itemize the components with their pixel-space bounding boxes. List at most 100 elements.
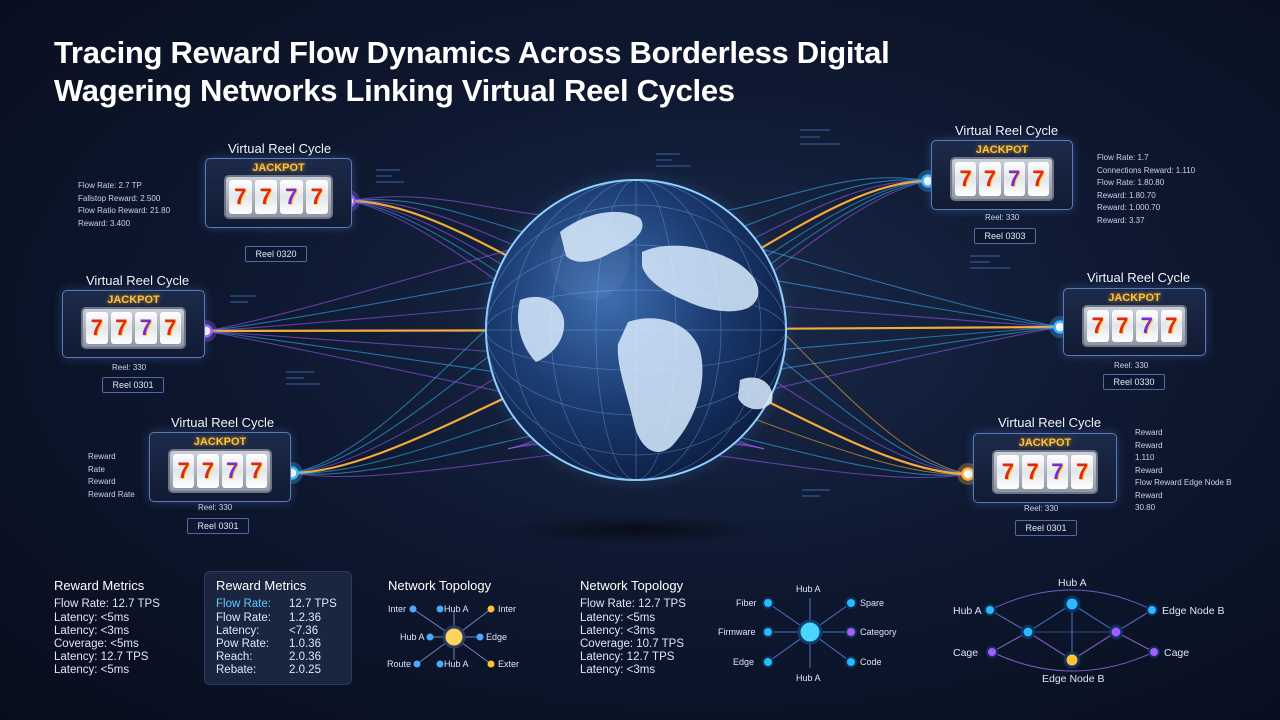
reel-symbol: 7 xyxy=(1046,455,1069,489)
reel-side-stat: Flow Reward Edge Node B xyxy=(1135,478,1232,487)
reel-symbol: 7 xyxy=(1003,162,1025,196)
hub-node-label: Edge xyxy=(733,657,754,667)
reel-symbol: 7 xyxy=(979,162,1001,196)
reward-metrics-title: Reward Metrics xyxy=(54,578,145,593)
reward-metrics-title: Reward Metrics xyxy=(216,578,307,593)
topology-node-label: Exter xyxy=(498,659,519,669)
metric-row: Latency: <5ms xyxy=(54,664,130,676)
network-topology-title: Network Topology xyxy=(388,578,492,593)
metric-value: 1.2.36 xyxy=(289,612,321,624)
reel-sub-label: Reel: 330 xyxy=(112,363,147,372)
hub-node-label: Spare xyxy=(860,598,884,608)
reel-cycle-heading: Virtual Reel Cycle xyxy=(1087,270,1191,285)
reel-cycle-heading: Virtual Reel Cycle xyxy=(171,415,275,430)
reel-sub-label: Reel: 330 xyxy=(985,213,1020,222)
topology-node-label: Hub A xyxy=(444,659,469,669)
reel-symbol: 7 xyxy=(1111,310,1133,342)
reel-symbol: 7 xyxy=(245,454,267,488)
topology-node-label: Hub A xyxy=(444,604,469,614)
hub-node-label: Fiber xyxy=(736,598,757,608)
connector-dot xyxy=(961,467,975,481)
mesh-node-label: Edge Node B xyxy=(1042,673,1104,685)
reel-side-stat: Reward xyxy=(1135,490,1163,500)
metric-label: Flow Rate: xyxy=(216,612,271,624)
metric-label: Rebate: xyxy=(216,664,257,676)
hub-node-label: Firmware xyxy=(718,627,756,637)
reel-id-badge: Reel 0303 xyxy=(974,228,1036,244)
jackpot-label: JACKPOT xyxy=(193,436,247,448)
reel-symbol: 7 xyxy=(221,454,243,488)
reel-side-stat: Flow Rate: 1.7 xyxy=(1097,153,1149,162)
reel-cycle-heading: Virtual Reel Cycle xyxy=(228,141,332,156)
reel-id-badge: Reel 0330 xyxy=(1103,374,1165,390)
reel-symbol: 7 xyxy=(1071,455,1093,489)
topology-node-label: Hub A xyxy=(400,632,425,642)
reel-side-stat: Reward: 3.400 xyxy=(78,218,131,228)
jackpot-label: JACKPOT xyxy=(1018,437,1072,449)
page-title-line-1: Tracing Reward Flow Dynamics Across Bord… xyxy=(54,35,890,70)
metric-value: 2.0.36 xyxy=(289,651,321,663)
metric-label: Reach: xyxy=(216,651,253,663)
reel-symbol: 7 xyxy=(1136,310,1158,342)
reward-metrics-panel-2: Reward Metrics Flow Rate: 12.7 TPS Flow … xyxy=(204,571,352,685)
reel-symbol: 7 xyxy=(229,180,252,214)
topology-node-label: Route xyxy=(387,659,411,669)
reel-symbol: 7 xyxy=(997,455,1019,489)
metric-row: Latency: 12.7 TPS xyxy=(580,651,675,663)
topology-node-label: Inter xyxy=(388,604,406,614)
reel-id-badge: Reel 0301 xyxy=(102,377,164,393)
metric-value: <7.36 xyxy=(289,625,319,637)
jackpot-label: JACKPOT xyxy=(252,162,305,174)
mesh-node-label: Cage xyxy=(1164,647,1189,659)
reel-cycle-heading: Virtual Reel Cycle xyxy=(998,415,1102,430)
metric-label: Latency: xyxy=(216,625,260,637)
metric-value: 1.0.36 xyxy=(289,638,321,650)
metric-row: Latency: <5ms xyxy=(580,612,656,624)
jackpot-label: JACKPOT xyxy=(975,144,1029,156)
reel-side-stat: 1.110 xyxy=(1135,453,1155,462)
metric-row: Flow Rate: 12.7 TPS xyxy=(580,598,686,610)
reel-side-stat: Reward xyxy=(88,452,116,461)
reel-sub-label: Reel: 330 xyxy=(198,503,233,512)
reel-sub-label: Reel: 330 xyxy=(1114,361,1149,370)
metric-label: Pow Rate: xyxy=(216,638,270,650)
metric-row: Coverage: <5ms xyxy=(54,638,139,650)
metric-row: Latency: 12.7 TPS xyxy=(54,651,149,663)
reel-side-stat: Flow Ratio Reward: 21.80 xyxy=(78,206,171,215)
mesh-diagram: Hub A Hub A Edge Node B Cage Cage Edge N… xyxy=(953,577,1224,685)
reel-side-stat: Reward xyxy=(1135,465,1163,475)
reel-side-stat: Reward xyxy=(1135,440,1163,450)
topology-node-label: Edge xyxy=(486,632,507,642)
reel-symbol: 7 xyxy=(86,312,108,344)
topology-diagram-small: Inter Hub A Inter Hub A Edge Route Hub A… xyxy=(387,604,519,669)
metric-row: Coverage: 10.7 TPS xyxy=(580,638,684,650)
reel-symbol: 7 xyxy=(159,312,181,344)
reel-side-stat: Reward Rate xyxy=(88,489,135,499)
topology-node-label: Inter xyxy=(498,604,516,614)
mesh-node-label: Hub A xyxy=(953,605,982,617)
reel-symbol: 7 xyxy=(1021,455,1044,489)
reel-sub-label: Reel: 330 xyxy=(1024,504,1059,513)
reel-symbol: 7 xyxy=(197,454,219,488)
metric-row: Flow Rate: 12.7 TPS xyxy=(54,598,160,610)
mesh-node-label: Edge Node B xyxy=(1162,605,1224,617)
reel-symbol: 7 xyxy=(955,162,977,196)
metric-row: Latency: <3ms xyxy=(580,625,656,637)
reel-id-badge: Reel 0301 xyxy=(1015,520,1077,536)
reel-symbol: 7 xyxy=(305,180,328,214)
hub-node-label: Hub A xyxy=(796,584,821,594)
reel-side-stat: Connections Reward: 1.110 xyxy=(1097,165,1196,175)
